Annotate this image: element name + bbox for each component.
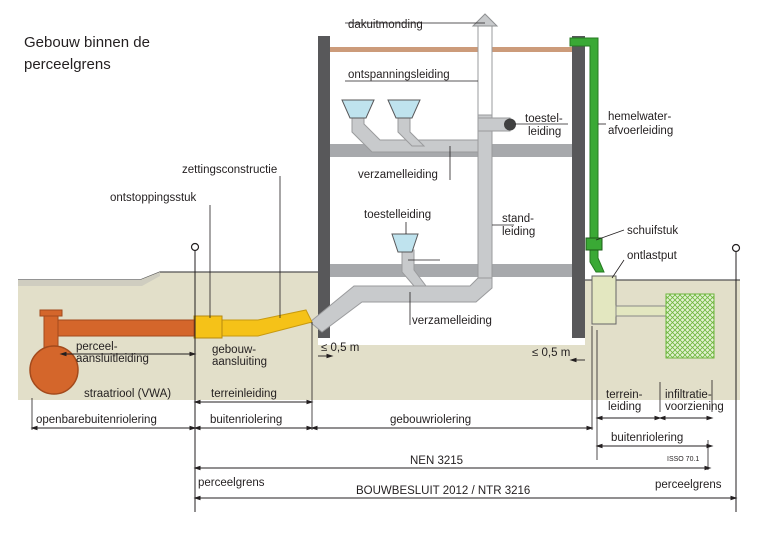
label-terreinleiding-left: terreinleiding [211, 388, 277, 400]
label-toestelleiding-top-1: toestel- [525, 113, 563, 125]
perceelaansluitleiding-pipe [51, 319, 195, 337]
label-infiltratie-2: voorziening [665, 401, 724, 413]
label-buitenriolering-left: buitenriolering [210, 414, 282, 426]
schuifstuk [585, 237, 603, 251]
label-schuifstuk: schuifstuk [627, 225, 678, 237]
label-ontspanningsleiding: ontspanningsleiding [348, 69, 450, 81]
label-dist-right: ≤ 0,5 m [532, 347, 570, 359]
label-infiltratie-1: infiltratie- [665, 389, 712, 401]
label-gebouwaansluiting-1: gebouw- [212, 344, 256, 356]
label-buitenriolering-right: buitenriolering [611, 432, 683, 444]
diagram-title-line2: perceelgrens [24, 56, 111, 73]
sink-2 [387, 99, 421, 119]
label-toestelleiding-mid: toestelleiding [364, 209, 431, 221]
label-verzamelleiding-top: verzamelleiding [358, 169, 438, 181]
roof-line [330, 47, 572, 52]
label-ontlastput: ontlastput [627, 250, 678, 262]
straatriool [29, 345, 79, 395]
perceelgrens-right-marker [731, 243, 741, 253]
label-openbare: openbarebuitenriolering [36, 414, 157, 426]
sink-1 [341, 99, 375, 119]
perceelgrens-left-marker [190, 242, 200, 252]
label-bouwbesluit: BOUWBESLUIT 2012 / NTR 3216 [356, 485, 530, 497]
label-perceelgrens-left: perceelgrens [198, 477, 265, 489]
infiltratie-pipe [615, 305, 667, 317]
label-isso: ISSO 70.1 [667, 456, 699, 463]
label-dist-left: ≤ 0,5 m [321, 342, 359, 354]
label-hemelwater-1: hemelwater- [608, 111, 671, 123]
label-straatriool: straatriool (VWA) [84, 388, 171, 400]
label-ontstoppingsstuk: ontstoppingsstuk [110, 192, 197, 204]
label-standleiding-1: stand- [502, 213, 534, 225]
standleiding-pipe [477, 114, 493, 286]
label-terreinleiding-right-2: leiding [608, 401, 641, 413]
label-verzamelleiding-bottom: verzamelleiding [412, 315, 492, 327]
label-zettingsconstructie: zettingsconstructie [182, 164, 277, 176]
label-dakuitmonding: dakuitmonding [348, 19, 423, 31]
label-gebouwaansluiting-2: aansluiting [212, 356, 267, 368]
sewer-riser [43, 311, 59, 351]
pavement [18, 272, 160, 286]
ontstoppingsstuk [193, 315, 223, 339]
label-perceelaansluitleiding-1: perceel- [76, 341, 118, 353]
label-hemelwater-2: afvoerleiding [608, 125, 673, 137]
verzamelleiding-bottom-pipe [309, 277, 493, 333]
label-gebouwriolering: gebouwriolering [390, 414, 471, 426]
wall-left [318, 36, 330, 338]
hemelwater-afvoerleiding [569, 37, 605, 273]
infiltratievoorziening [665, 293, 715, 359]
label-perceelaansluitleiding-2: aansluitleiding [76, 353, 149, 365]
label-nen: NEN 3215 [410, 455, 463, 467]
ground-left [18, 272, 740, 400]
sewer-riser-cap [39, 309, 63, 317]
label-standleiding-2: leiding [502, 226, 535, 238]
label-perceelgrens-right: perceelgrens [655, 479, 722, 491]
floor-1 [330, 264, 572, 277]
wall-right [572, 36, 585, 338]
toestelleiding-top-cap [504, 118, 516, 131]
toestelleiding-mid-pipe [401, 249, 427, 287]
ontlastput [591, 275, 617, 325]
leader-lines [209, 22, 625, 325]
verzamelleiding-top-pipe [351, 117, 479, 153]
label-terreinleiding-right-1: terrein- [606, 389, 643, 401]
dakuitmonding-cap [471, 13, 499, 27]
diagram-title-line1: Gebouw binnen de [24, 34, 150, 51]
sink-3 [391, 233, 419, 253]
label-toestelleiding-top-2: leiding [528, 126, 561, 138]
